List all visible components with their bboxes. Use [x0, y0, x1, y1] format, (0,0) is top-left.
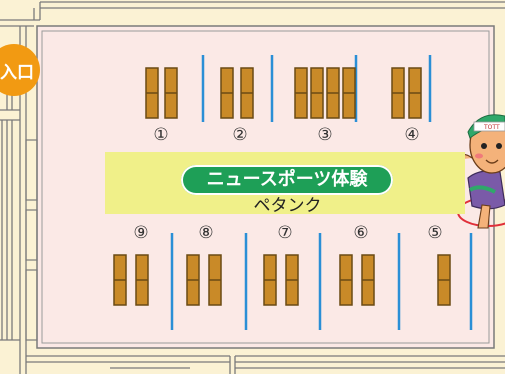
tables-top: [145, 67, 422, 119]
booth-number-bottom: ⑧: [198, 223, 214, 243]
booth-number-bottom: ⑦: [277, 223, 293, 243]
event-title: ニュースポーツ体験: [181, 165, 393, 195]
entrance-badge: 入口: [0, 44, 40, 96]
booth-number-top: ④: [404, 125, 420, 145]
entrance-label: 入口: [0, 62, 34, 83]
wall-columns: [25, 139, 38, 341]
booth-number-top: ③: [317, 125, 333, 145]
booth-number-bottom: ⑤: [427, 223, 443, 243]
mascot-headband-label: TOTT: [483, 124, 500, 131]
mascot-headband: [473, 121, 505, 132]
event-subtitle: ペタンク: [253, 196, 322, 216]
booth-number-bottom: ⑥: [353, 223, 369, 243]
booth-number-bottom: ⑨: [133, 223, 149, 243]
mascot-band-text: TOTT: [483, 124, 500, 131]
booth-number-top: ②: [232, 125, 248, 145]
dividers-top: [201, 55, 432, 122]
dividers-bottom: [170, 233, 473, 330]
booth-number-top: ①: [153, 125, 169, 145]
